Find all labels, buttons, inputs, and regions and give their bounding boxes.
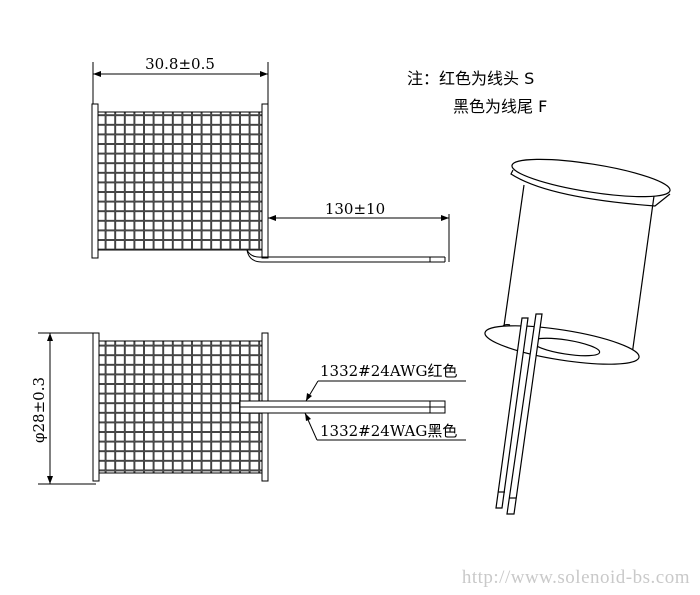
diameter-dimension-label: φ28±0.3 [30,377,48,443]
coil-winding [98,340,263,474]
watermark-url: http://www.solenoid-bs.com [462,567,690,588]
isometric-coil-view [484,158,671,515]
note-line-1: 注：红色为线头 S [407,69,534,88]
black-wire-label: 1332#24WAG黑色 [320,422,457,440]
top-coil-view: 30.8±0.5 130±10 [91,55,450,263]
note-line-2: 黑色为线尾 F [453,97,547,116]
coil-winding [97,111,263,251]
wire-color-note: 注：红色为线头 S 黑色为线尾 F [407,69,547,116]
length-dimension-label: 30.8±0.5 [145,55,215,73]
lead-length-dimension-label: 130±10 [325,200,385,218]
red-wire-label: 1332#24AWG红色 [320,362,457,380]
bottom-coil-view: φ28±0.3 1332#24AWG红色 1332#24WAG黑色 [30,332,466,485]
